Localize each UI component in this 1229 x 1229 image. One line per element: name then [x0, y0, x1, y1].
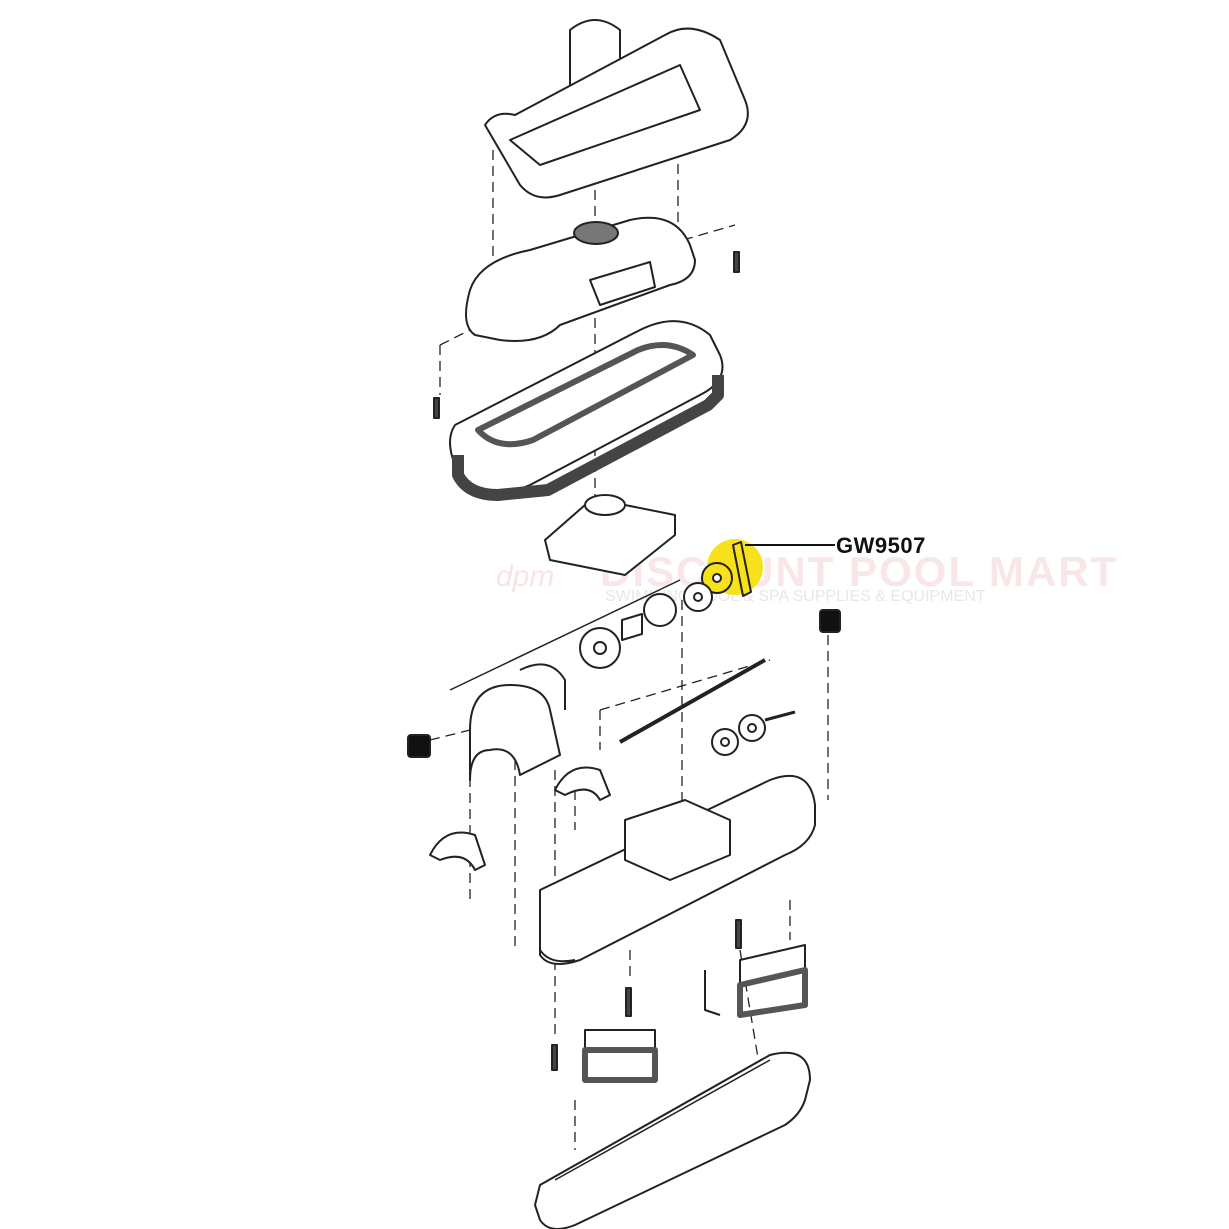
housing-top-part	[544, 494, 676, 576]
roller-housing-part	[429, 579, 681, 871]
side-brush-part	[582, 944, 808, 1083]
part-number-callout: GW9507	[836, 533, 926, 558]
end-cap-icon	[407, 609, 841, 758]
brush-frame-part	[449, 320, 724, 501]
watermark-name: DISCOUNT POOL MART	[600, 548, 1119, 595]
top-cover-part	[465, 216, 696, 342]
bottom-plate-part	[534, 1051, 811, 1229]
handle-part	[484, 19, 749, 199]
screw-icon	[433, 251, 740, 419]
gear-assembly	[579, 539, 796, 756]
watermark-logo: dpm	[496, 560, 555, 593]
base-chassis-part	[539, 775, 816, 965]
